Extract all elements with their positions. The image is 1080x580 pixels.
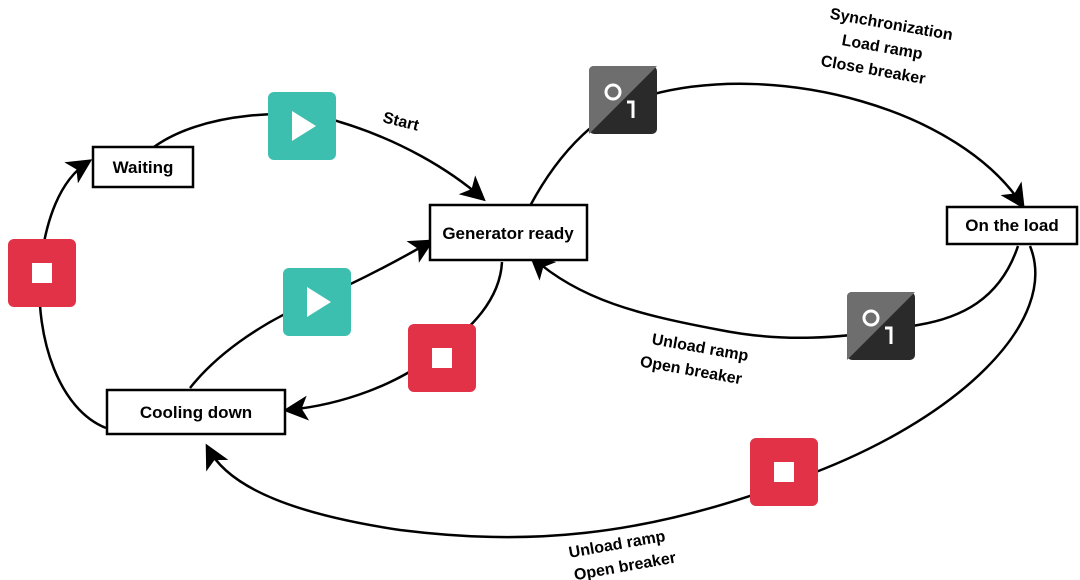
label-to-load: Synchronization Load ramp Close breaker <box>819 6 954 88</box>
edge-load-to-cooling <box>205 245 1037 539</box>
edge-ready-to-load <box>528 82 1025 210</box>
state-cooling-down: Cooling down <box>105 388 287 436</box>
state-waiting-label: Waiting <box>113 158 174 177</box>
state-generator-ready-label: Generator ready <box>442 224 574 243</box>
stop-icon <box>750 438 818 506</box>
state-cooling-down-label: Cooling down <box>140 403 252 422</box>
edge-load-to-ready <box>529 245 1020 340</box>
edge-waiting-to-ready <box>149 112 486 202</box>
breaker-switch-icon <box>847 292 915 360</box>
stop-icon <box>408 324 476 392</box>
stop-icon <box>8 239 76 307</box>
state-on-the-load-label: On the load <box>965 216 1059 235</box>
state-waiting: Waiting <box>91 145 195 189</box>
play-icon <box>268 92 336 160</box>
label-start: Start <box>381 109 421 134</box>
label-load-to-cooling: Unload ramp Open breaker <box>567 528 677 580</box>
label-load-to-ready: Unload ramp Open breaker <box>639 331 750 388</box>
state-generator-ready: Generator ready <box>428 203 589 262</box>
play-icon <box>283 268 351 336</box>
breaker-switch-icon <box>589 66 657 134</box>
state-on-the-load: On the load <box>945 205 1079 246</box>
